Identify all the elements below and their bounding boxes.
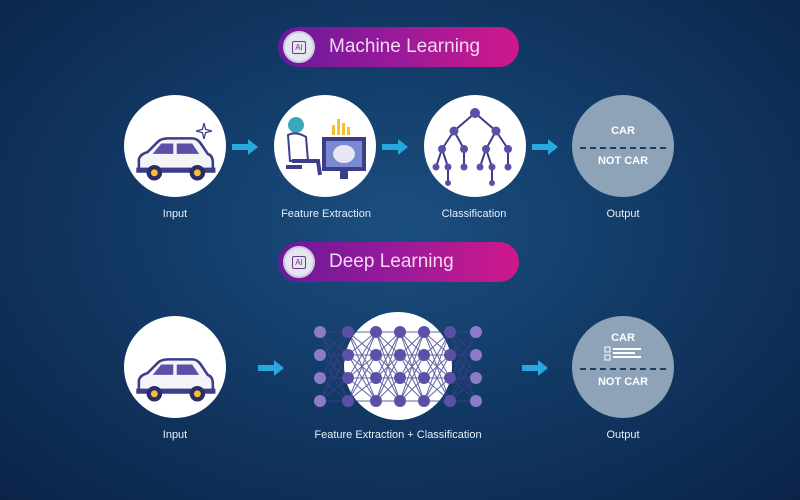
section-title: Deep Learning [329,251,454,272]
nn-connection [399,331,425,379]
nn-connection [319,331,349,356]
deep-learning-header: AI Deep Learning [278,242,519,282]
nn-node [394,395,406,407]
nn-node [370,372,382,384]
input-car-circle [124,95,226,197]
step-label: Input [162,208,188,220]
nn-node [314,326,326,338]
nn-connection [375,331,401,402]
nn-connection [319,331,349,379]
step-label: Output [606,208,640,220]
ai-chip-icon: AI [283,246,315,278]
nn-node [370,349,382,361]
list-icon [604,346,641,361]
section-title: Machine Learning [329,36,481,57]
nn-connection [347,377,377,402]
step-label: Feature Extraction + Classification [314,429,482,441]
nn-node [342,372,354,384]
person-analyzing-icon [286,117,366,179]
nn-node [394,349,406,361]
arrow-icon [522,360,548,376]
nn-connection [399,331,425,402]
output-circle: CAR NOT CAR [572,316,674,418]
machine-learning-header: AI Machine Learning [278,27,519,67]
nn-node [418,349,430,361]
nn-node [342,395,354,407]
nn-connection [449,331,477,402]
feature-extraction-circle [274,95,376,197]
step-label: Input [162,429,188,441]
nn-node [342,326,354,338]
nn-connection [449,354,477,402]
nn-node [314,395,326,407]
nn-node [470,372,482,384]
output-circle: CAR NOT CAR [572,95,674,197]
nn-node [314,349,326,361]
nn-node [314,372,326,384]
arrow-icon [382,139,408,155]
nn-node [394,326,406,338]
nn-node [370,326,382,338]
nn-node [418,395,430,407]
divider [580,147,666,149]
car-icon [132,354,218,406]
input-car-circle [124,316,226,418]
nn-connection [347,354,377,402]
nn-connection [319,354,349,402]
step-label: Output [606,429,640,441]
nn-node [444,372,456,384]
nn-node [470,326,482,338]
nn-connection [423,354,451,402]
nn-node [444,349,456,361]
output-not-car-label: NOT CAR [597,376,649,388]
arrow-icon [258,360,284,376]
nn-node [444,395,456,407]
nn-node [370,395,382,407]
decision-tree-icon [432,108,512,186]
nn-node [342,349,354,361]
nn-node [470,349,482,361]
nn-connection [347,331,377,379]
nn-node [470,395,482,407]
nn-connection [375,354,401,402]
classification-circle [424,95,526,197]
divider [580,368,666,370]
arrow-icon [232,139,258,155]
nn-connection [423,331,451,402]
neural-network-icon [314,312,482,420]
step-label: Feature Extraction [281,208,371,220]
nn-connection [319,331,349,402]
nn-node [418,372,430,384]
output-not-car-label: NOT CAR [597,155,649,167]
nn-connection [423,331,451,379]
output-car-label: CAR [611,125,635,137]
nn-connection [375,331,401,379]
ai-chip-icon: AI [283,31,315,63]
nn-node [418,326,430,338]
nn-node [444,326,456,338]
nn-node [394,372,406,384]
nn-connection [399,354,425,402]
nn-connection [347,331,377,356]
nn-connection [449,331,477,379]
nn-connection [319,377,349,402]
step-label: Classification [441,208,507,220]
car-icon [132,133,218,185]
sparkle-icon [196,123,212,139]
output-car-label: CAR [611,332,635,344]
arrow-icon [532,139,558,155]
nn-connection [347,331,377,402]
